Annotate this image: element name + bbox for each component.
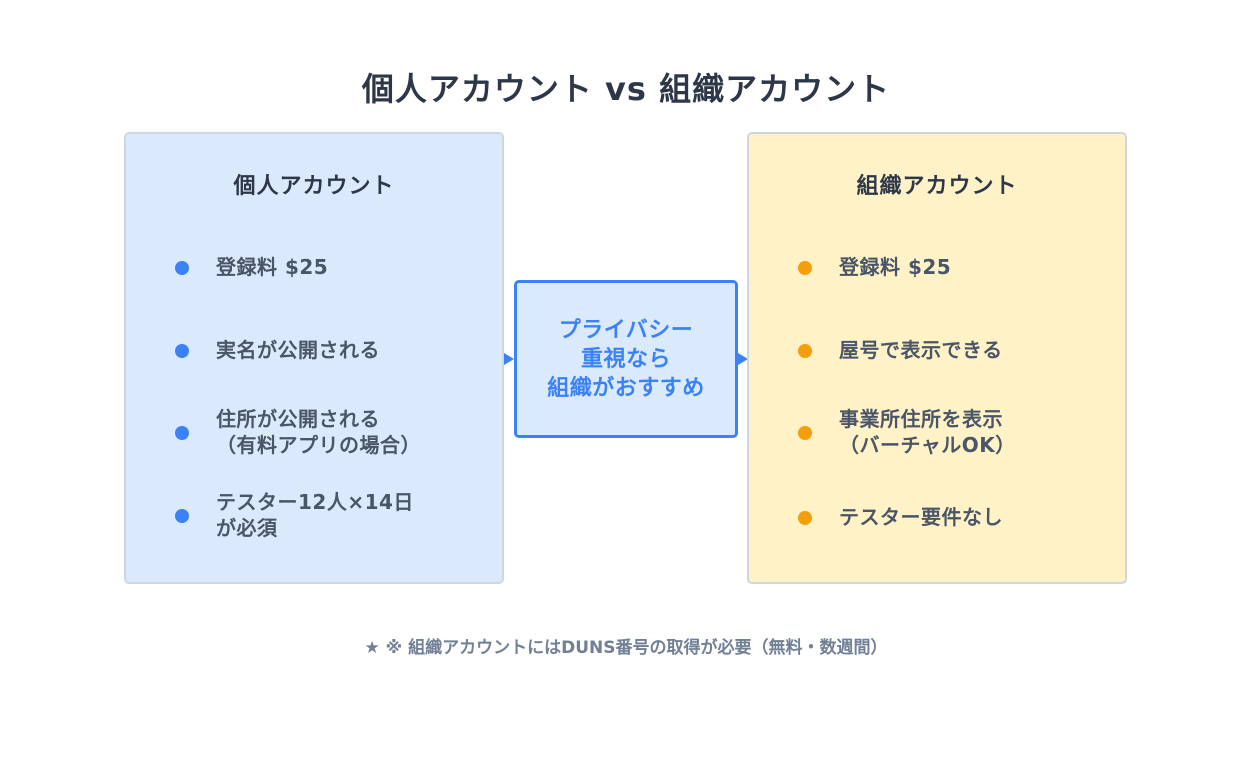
arrow-right-icon bbox=[504, 353, 514, 365]
organization-item-text: 屋号で表示できる bbox=[839, 338, 1003, 362]
organization-item-text: テスター要件なし bbox=[839, 505, 1003, 529]
personal-panel-title: 個人アカウント bbox=[233, 174, 395, 199]
personal-account-panel: 個人アカウント 登録料 $25 実名が公開される 住所が公開される （有料アプリ… bbox=[124, 132, 504, 584]
bullet-dot-icon bbox=[798, 426, 812, 440]
bullet-dot-icon bbox=[175, 344, 189, 358]
bullet-dot-icon bbox=[175, 509, 189, 523]
bullet-dot-icon bbox=[798, 261, 812, 275]
personal-item-text: 実名が公開される bbox=[216, 338, 380, 362]
diagram-title: 個人アカウント vs 組織アカウント bbox=[361, 70, 891, 108]
organization-item-text: 事業所住所を表示 （バーチャルOK） bbox=[839, 407, 1016, 457]
personal-item-text: テスター12人×14日 が必須 bbox=[216, 490, 414, 540]
personal-item-text: 登録料 $25 bbox=[216, 255, 329, 279]
personal-item-text: 住所が公開される （有料アプリの場合） bbox=[216, 407, 421, 457]
arrow-right-icon bbox=[738, 353, 748, 365]
footnote: ★ ※ 組織アカウントにはDUNS番号の取得が必要（無料・数週間） bbox=[364, 638, 888, 658]
organization-account-panel: 組織アカウント 登録料 $25 屋号で表示できる 事業所住所を表示 （バーチャル… bbox=[747, 132, 1127, 584]
bullet-dot-icon bbox=[175, 426, 189, 440]
bullet-dot-icon bbox=[798, 344, 812, 358]
organization-item-text: 登録料 $25 bbox=[839, 255, 952, 279]
recommendation-text: プライバシー 重視なら 組織がおすすめ bbox=[547, 317, 705, 401]
recommendation-box: プライバシー 重視なら 組織がおすすめ bbox=[514, 280, 738, 438]
bullet-dot-icon bbox=[798, 511, 812, 525]
organization-panel-title: 組織アカウント bbox=[856, 174, 1018, 199]
bullet-dot-icon bbox=[175, 261, 189, 275]
